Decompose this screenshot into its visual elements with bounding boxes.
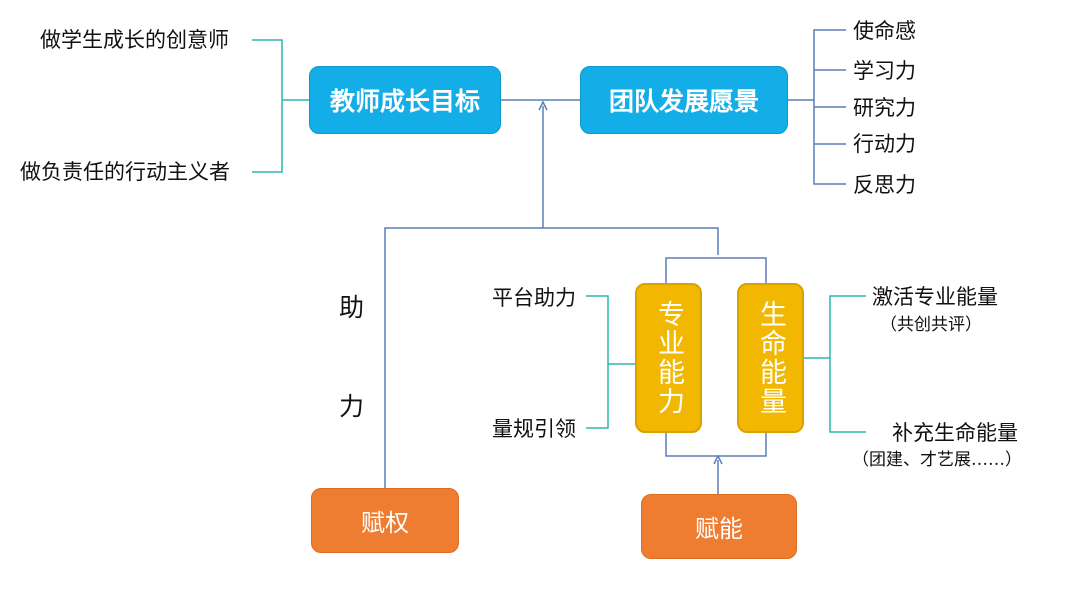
empowerment-authority-node: 赋权	[311, 488, 459, 553]
professional-capability-box: 专业能力	[635, 283, 702, 433]
vision-item-action: 行动力	[853, 132, 916, 156]
support-label-bottom: 力	[339, 392, 365, 421]
goal-item-responsible-actor: 做负责任的行动主义者	[20, 160, 230, 184]
activate-professional-energy-item: 激活专业能量	[872, 285, 998, 309]
vision-item-mission: 使命感	[853, 19, 916, 43]
rubric-guidance-item: 量规引领	[492, 417, 576, 441]
replenish-life-energy-item: 补充生命能量	[892, 421, 1018, 445]
teacher-growth-goal-node: 教师成长目标	[309, 66, 501, 134]
replenish-life-energy-note: （团建、才艺展……）	[852, 450, 1022, 470]
capability-bottom-bracket	[665, 432, 767, 457]
support-frame	[384, 227, 719, 488]
professional-bracket	[586, 295, 609, 429]
activate-professional-energy-note: （共创共评）	[880, 315, 982, 335]
vision-item-learning: 学习力	[853, 59, 916, 83]
empowerment-ability-node: 赋能	[641, 494, 797, 559]
left-goal-bracket	[252, 39, 283, 173]
vision-item-research: 研究力	[853, 96, 916, 120]
platform-support-item: 平台助力	[492, 286, 576, 310]
life-energy-box: 生命能量	[737, 283, 804, 433]
life-energy-bracket	[829, 295, 866, 433]
support-label-top: 助	[339, 293, 365, 322]
goal-item-creative-teacher: 做学生成长的创意师	[40, 28, 229, 52]
team-vision-node: 团队发展愿景	[580, 66, 788, 134]
capability-top-bracket	[665, 257, 767, 284]
vision-item-reflection: 反思力	[853, 173, 916, 197]
